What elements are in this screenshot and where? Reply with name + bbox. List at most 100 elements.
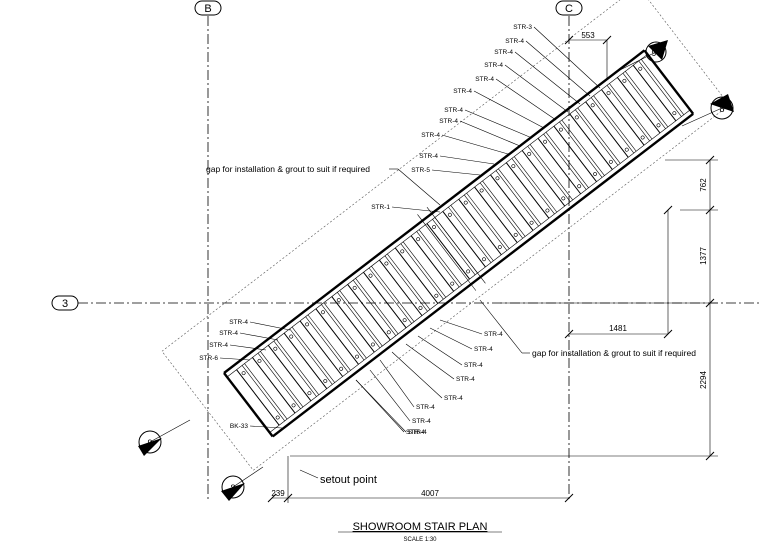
tag-text: STR-4 (444, 395, 463, 402)
tag-text: STR-4 (421, 132, 440, 139)
section-marker-top-left: 9 (615, 40, 668, 73)
stair-tread (331, 290, 383, 353)
stair-tread (442, 205, 494, 268)
tag-text: STR-4 (484, 331, 503, 338)
grid-label-3: 3 (62, 298, 68, 310)
stair-tread (458, 192, 510, 256)
stair-tread (569, 107, 621, 170)
tag-text: STR-4 (444, 107, 463, 114)
section-label-bottom-left: 9 (147, 438, 152, 448)
tag-label: STR-4 (355, 379, 427, 436)
tag-label: STR-4 (419, 153, 495, 165)
grid-label-b: B (204, 3, 211, 15)
stringer-right (271, 112, 694, 438)
dim-right-lower: 2294 (699, 371, 708, 389)
tag-label: STR-4 (391, 351, 463, 402)
tag-text: STR-4 (229, 319, 248, 326)
dim-right-middle: 1377 (699, 247, 708, 265)
tag-label: STR-4 (405, 343, 475, 383)
stair-treads (236, 59, 685, 426)
stair-tread (252, 351, 304, 414)
tag-text: STR-4 (494, 49, 513, 56)
tag-text: STR-4 (408, 429, 427, 436)
stair-tread (236, 363, 288, 426)
tag-label: STR-6 (199, 355, 251, 362)
grid-bubble-3: 3 (51, 295, 79, 311)
tag-text: STR-4 (412, 418, 431, 425)
tag-text: STR-4 (456, 376, 475, 383)
stair-tread (299, 314, 351, 377)
grid-bubble-b: B (194, 0, 222, 16)
tag-text: STR-4 (416, 404, 435, 411)
note-setout: setout point (299, 469, 377, 486)
drawing-scale: SCALE 1:30 (403, 537, 437, 543)
stair-clearance-outline (161, 0, 730, 471)
stair-tread (490, 168, 542, 231)
tag-text: STR-1 (371, 204, 390, 211)
stair-tread (410, 229, 462, 292)
tag-label: STR-4 (475, 76, 557, 121)
dim-top-width: 553 (581, 31, 595, 40)
tag-label: STR-4 (484, 62, 569, 113)
drawing-title: SHOWROOM STAIR PLAN (353, 521, 488, 533)
tag-label: STR-4 (219, 330, 279, 341)
note-gap-lower: gap for installation & grout to suit if … (479, 299, 696, 358)
note-gap-upper: gap for installation & grout to suit if … (206, 164, 441, 206)
tag-text: STR-4 (464, 362, 483, 369)
tag-label: STR-4 (453, 88, 545, 129)
tag-label: STR-4 (439, 319, 503, 338)
tag-group-upper-right: STR-3STR-4STR-4STR-4STR-4STR-4STR-4STR-4… (371, 24, 601, 213)
tag-label: STR-3 (513, 24, 601, 89)
stair-tread (378, 253, 431, 316)
stair-tread (283, 326, 335, 389)
tag-text: STR-4 (419, 153, 438, 160)
dim-bottom-left: 239 (271, 489, 285, 498)
dimension-ticks (267, 35, 715, 503)
tag-text: STR-4 (453, 88, 472, 95)
tag-text: BK-33 (230, 423, 248, 430)
stair-tread (267, 339, 320, 402)
grid-label-c: C (565, 3, 573, 15)
tag-label: STR-4 (429, 327, 493, 353)
tag-label: STR-4 (444, 107, 533, 139)
stair-tread (632, 59, 685, 122)
section-marker-bottom-left: 9 (138, 419, 191, 456)
tag-text: STR-4 (406, 429, 425, 436)
stair-tread (315, 302, 367, 365)
stair-tread (426, 217, 478, 280)
grid-lines (78, 16, 760, 500)
stair-tread (585, 95, 637, 158)
tag-label: BK-33 (230, 423, 283, 430)
grid-bubble-c: C (555, 0, 583, 16)
tag-text: STR-4 (439, 118, 458, 125)
tag-text: STR-4 (209, 342, 228, 349)
section-label-top-left: 9 (651, 48, 656, 58)
tag-label: STR-4 (505, 38, 591, 97)
tag-text: STR-6 (199, 355, 218, 362)
stair-tread (553, 119, 605, 182)
setout-point-text: setout point (320, 474, 377, 486)
dim-horizontal-mid: 1481 (609, 324, 627, 333)
stair-tread (601, 83, 653, 146)
tag-label: STR-4 (229, 319, 291, 331)
right-dimension-extensions (272, 39, 718, 503)
dim-right-upper: 762 (699, 178, 708, 192)
dim-bottom-main: 4007 (421, 489, 439, 498)
tag-label: STR-4 (439, 118, 521, 147)
stair-tread (394, 241, 447, 304)
tag-text: STR-4 (474, 346, 493, 353)
stair-tread (505, 156, 558, 219)
tag-label: STR-4 (379, 359, 435, 411)
tag-label: STR-4 (417, 335, 483, 369)
stair-tread (616, 71, 669, 134)
tag-text: STR-5 (411, 167, 430, 174)
tag-label: STR-4 (369, 369, 431, 425)
section-label-bottom-right: 8 (230, 483, 235, 493)
tag-label: STR-5 (411, 167, 481, 176)
tag-text: STR-4 (475, 76, 494, 83)
tag-label: STR-4 (494, 49, 581, 105)
stair-tread (537, 132, 589, 195)
section-marker-top-right: 8 (681, 94, 734, 127)
